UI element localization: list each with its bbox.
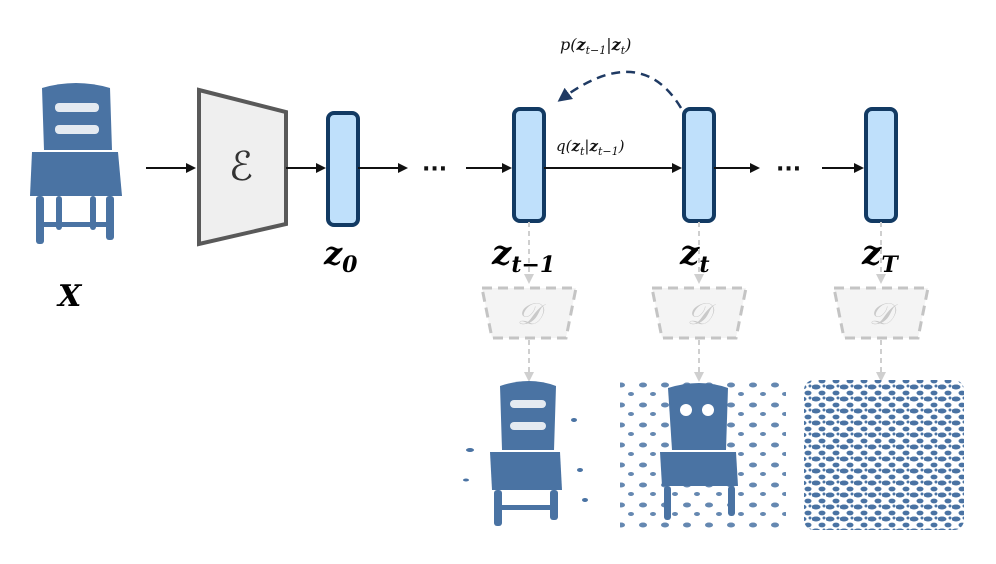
ellipsis-right: ··· xyxy=(776,157,801,182)
latent-zt-minus-1-label: zt−1 xyxy=(491,233,555,278)
latent-zt xyxy=(682,107,716,223)
ellipsis-left: ··· xyxy=(422,157,447,182)
encoder-symbol: ℰ xyxy=(229,144,253,190)
reverse-process-label: p(zt−1|zt) xyxy=(560,35,631,57)
forward-process-label: q(zt|zt−1) xyxy=(556,137,625,158)
input-label: X xyxy=(56,279,83,314)
latent-zT xyxy=(864,107,898,223)
decoder-block-2: 𝒟 xyxy=(650,286,748,340)
latent-z0-label: z0 xyxy=(323,234,358,278)
latent-zt-minus-1 xyxy=(512,107,546,223)
decoded-output-zt-image xyxy=(620,382,786,530)
latent-zt-label: zt xyxy=(679,233,709,278)
encoder-block: ℰ xyxy=(197,87,288,247)
latent-zT-label: zT xyxy=(861,233,899,278)
input-chair-image xyxy=(30,83,122,244)
decoder-block-3: 𝒟 xyxy=(832,286,930,340)
latent-z0 xyxy=(326,111,360,227)
reverse-process-arrow xyxy=(557,70,683,109)
decoded-output-zT-image xyxy=(804,380,964,530)
decoder-block-1: 𝒟 xyxy=(480,286,578,340)
decoded-output-zt-minus-1-image xyxy=(463,381,588,526)
